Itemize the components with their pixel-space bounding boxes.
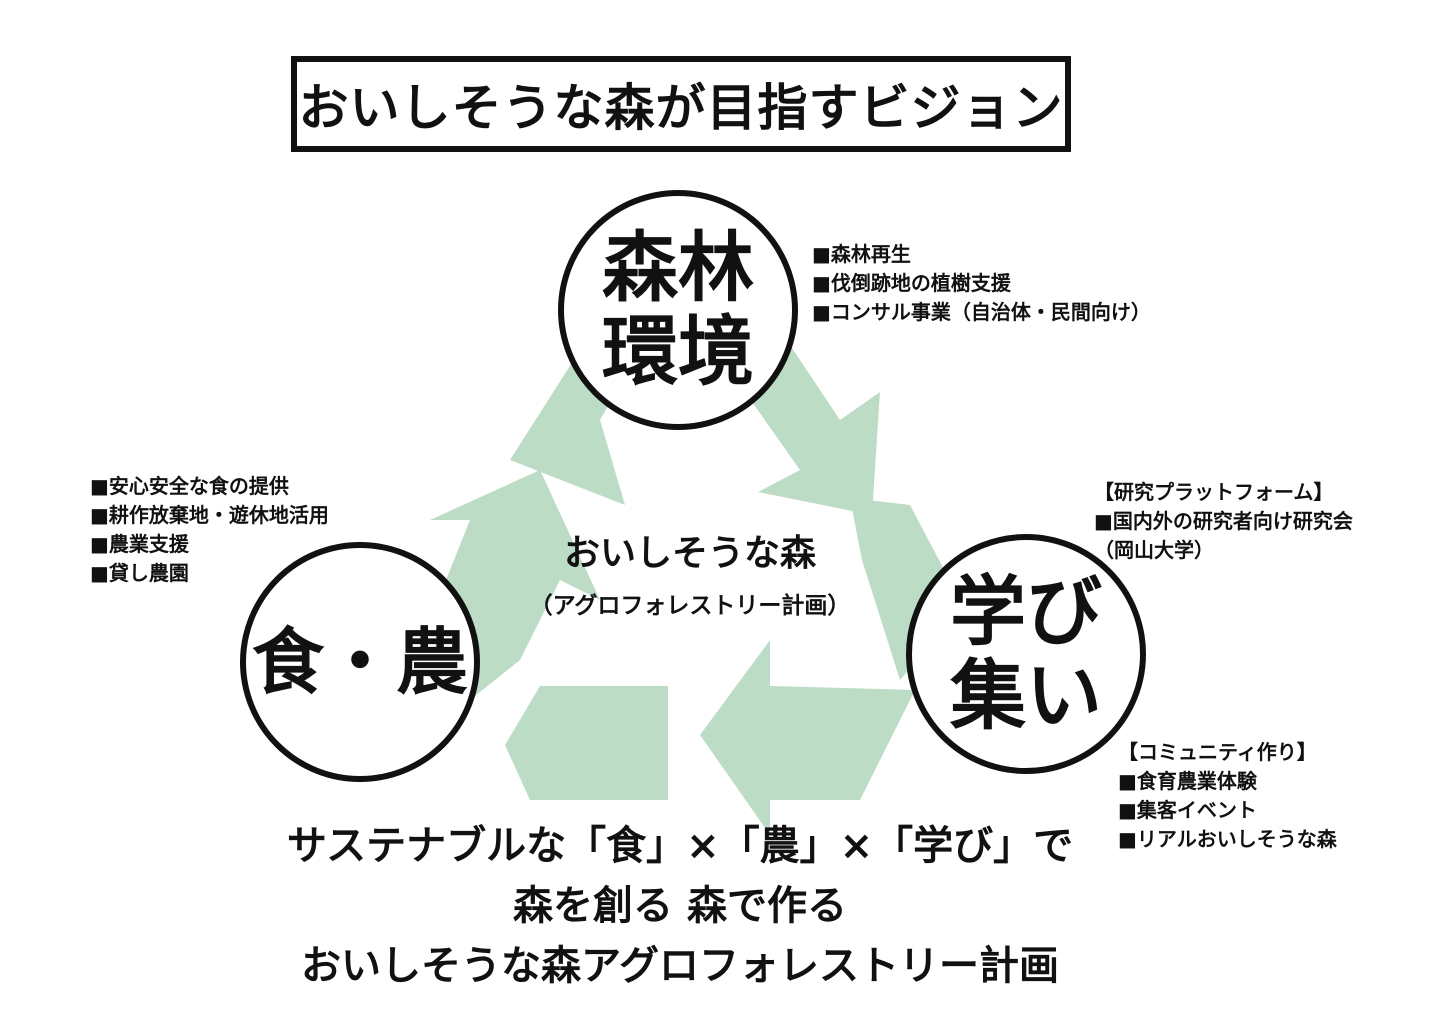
node-learn-line-1: 学び (950, 567, 1102, 656)
tagline-line-3: おいしそうな森アグロフォレストリー計画 (301, 943, 1059, 989)
node-forest-line-2: 環境 (602, 307, 754, 396)
list-item: ■リアルおいしそうな森 (1118, 827, 1337, 851)
list-item: （岡山大学） (1094, 538, 1214, 562)
list-item: ■伐倒跡地の植樹支援 (812, 271, 1011, 295)
food-activity-list: ■安心安全な食の提供 ■耕作放棄地・遊休地活用 ■農業支援 ■貸し農園 (90, 472, 329, 588)
list-item: ■国内外の研究者向け研究会 (1094, 509, 1353, 533)
list-item: ■コンサル事業（自治体・民間向け） (812, 300, 1151, 324)
list-item: ■耕作放棄地・遊休地活用 (90, 503, 329, 527)
page-title: おいしそうな森が目指すビジョン (298, 79, 1064, 137)
cycle-arrow-bottom-left (505, 686, 668, 800)
list-item: ■安心安全な食の提供 (90, 474, 289, 498)
list-item: ■森林再生 (812, 242, 911, 266)
tagline-line-1: サステナブルな「食」×「農」×「学び」で (286, 823, 1074, 869)
center-name: おいしそうな森 (563, 533, 816, 574)
node-learn-line-2: 集い (950, 651, 1102, 740)
community-list: 【コミュニティ作り】 ■食育農業体験 ■集客イベント ■リアルおいしそうな森 (1118, 738, 1337, 854)
research-platform-list: 【研究プラットフォーム】 ■国内外の研究者向け研究会 （岡山大学） (1094, 478, 1353, 565)
node-forest-line-1: 森林 (602, 223, 754, 312)
list-item: 【コミュニティ作り】 (1118, 740, 1317, 764)
list-item: ■農業支援 (90, 532, 189, 556)
node-learn-label: 学び 集い (950, 570, 1102, 738)
center-subtitle: （アグロフォレストリー計画） (529, 593, 851, 619)
node-food-label: 食・農 (251, 620, 468, 704)
cycle-arrow-bottom (700, 640, 915, 835)
list-item: ■貸し農園 (90, 561, 189, 585)
node-learning-gathering: 学び 集い (906, 534, 1146, 774)
list-item: ■集客イベント (1118, 798, 1257, 822)
tagline: サステナブルな「食」×「農」×「学び」で 森を創る 森で作る おいしそうな森アグ… (220, 816, 1140, 996)
title-box: おいしそうな森が目指すビジョン (291, 56, 1071, 152)
node-forest-environment: 森林 環境 (558, 190, 798, 430)
node-food-agriculture: 食・農 (240, 542, 480, 782)
list-item: ■食育農業体験 (1118, 769, 1257, 793)
tagline-line-2: 森を創る 森で作る (513, 883, 847, 929)
list-item: 【研究プラットフォーム】 (1094, 480, 1334, 504)
node-forest-label: 森林 環境 (602, 226, 754, 394)
forest-activity-list: ■森林再生 ■伐倒跡地の植樹支援 ■コンサル事業（自治体・民間向け） (812, 240, 1151, 327)
